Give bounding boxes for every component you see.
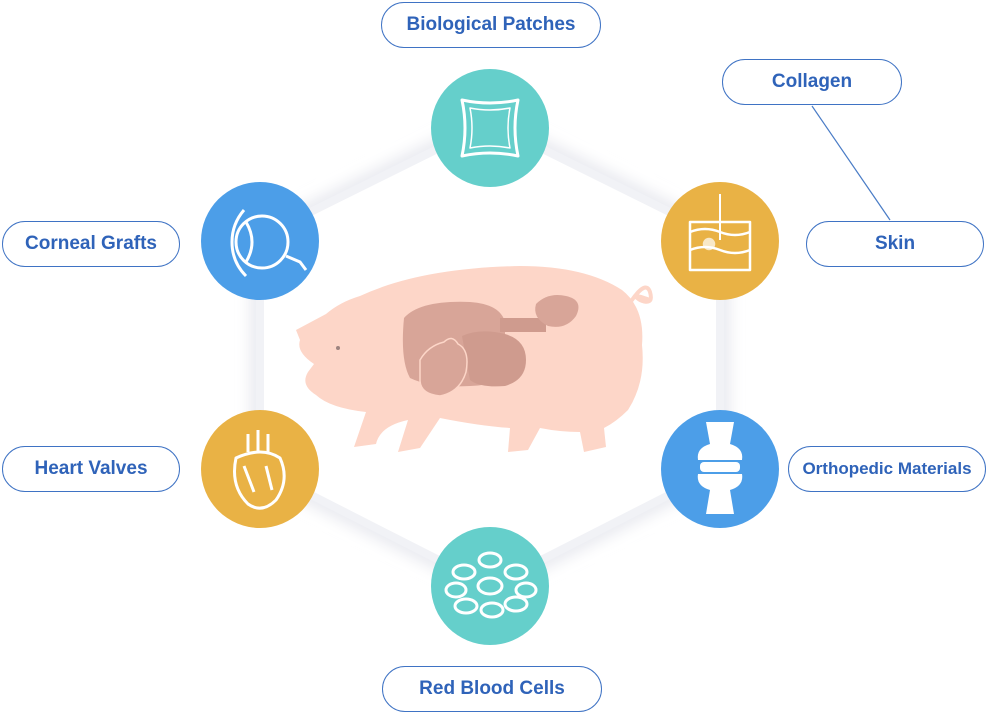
label-collagen: Collagen [722, 59, 902, 105]
pig-icon [296, 266, 653, 452]
skin-node [661, 182, 779, 300]
joint-bone-icon [697, 422, 743, 514]
heart-valves-node [201, 410, 319, 528]
eye-icon [230, 209, 308, 278]
red-blood-cells-icon [444, 551, 538, 619]
orthopedic-materials-node [661, 410, 779, 528]
label-red-blood-cells: Red Blood Cells [382, 666, 602, 712]
red-blood-cells-node [431, 527, 549, 645]
collagen-skin-connector [811, 105, 891, 221]
label-biological-patches: Biological Patches [381, 2, 601, 48]
label-corneal-grafts: Corneal Grafts [2, 221, 180, 267]
patch-icon [460, 98, 520, 158]
label-skin: Skin [806, 221, 984, 267]
skin-layers-icon [688, 194, 752, 272]
biological-patches-node [431, 69, 549, 187]
label-heart-valves: Heart Valves [2, 446, 180, 492]
heart-icon [233, 430, 286, 510]
corneal-grafts-node [201, 182, 319, 300]
label-orthopedic-materials: Orthopedic Materials [788, 446, 986, 492]
